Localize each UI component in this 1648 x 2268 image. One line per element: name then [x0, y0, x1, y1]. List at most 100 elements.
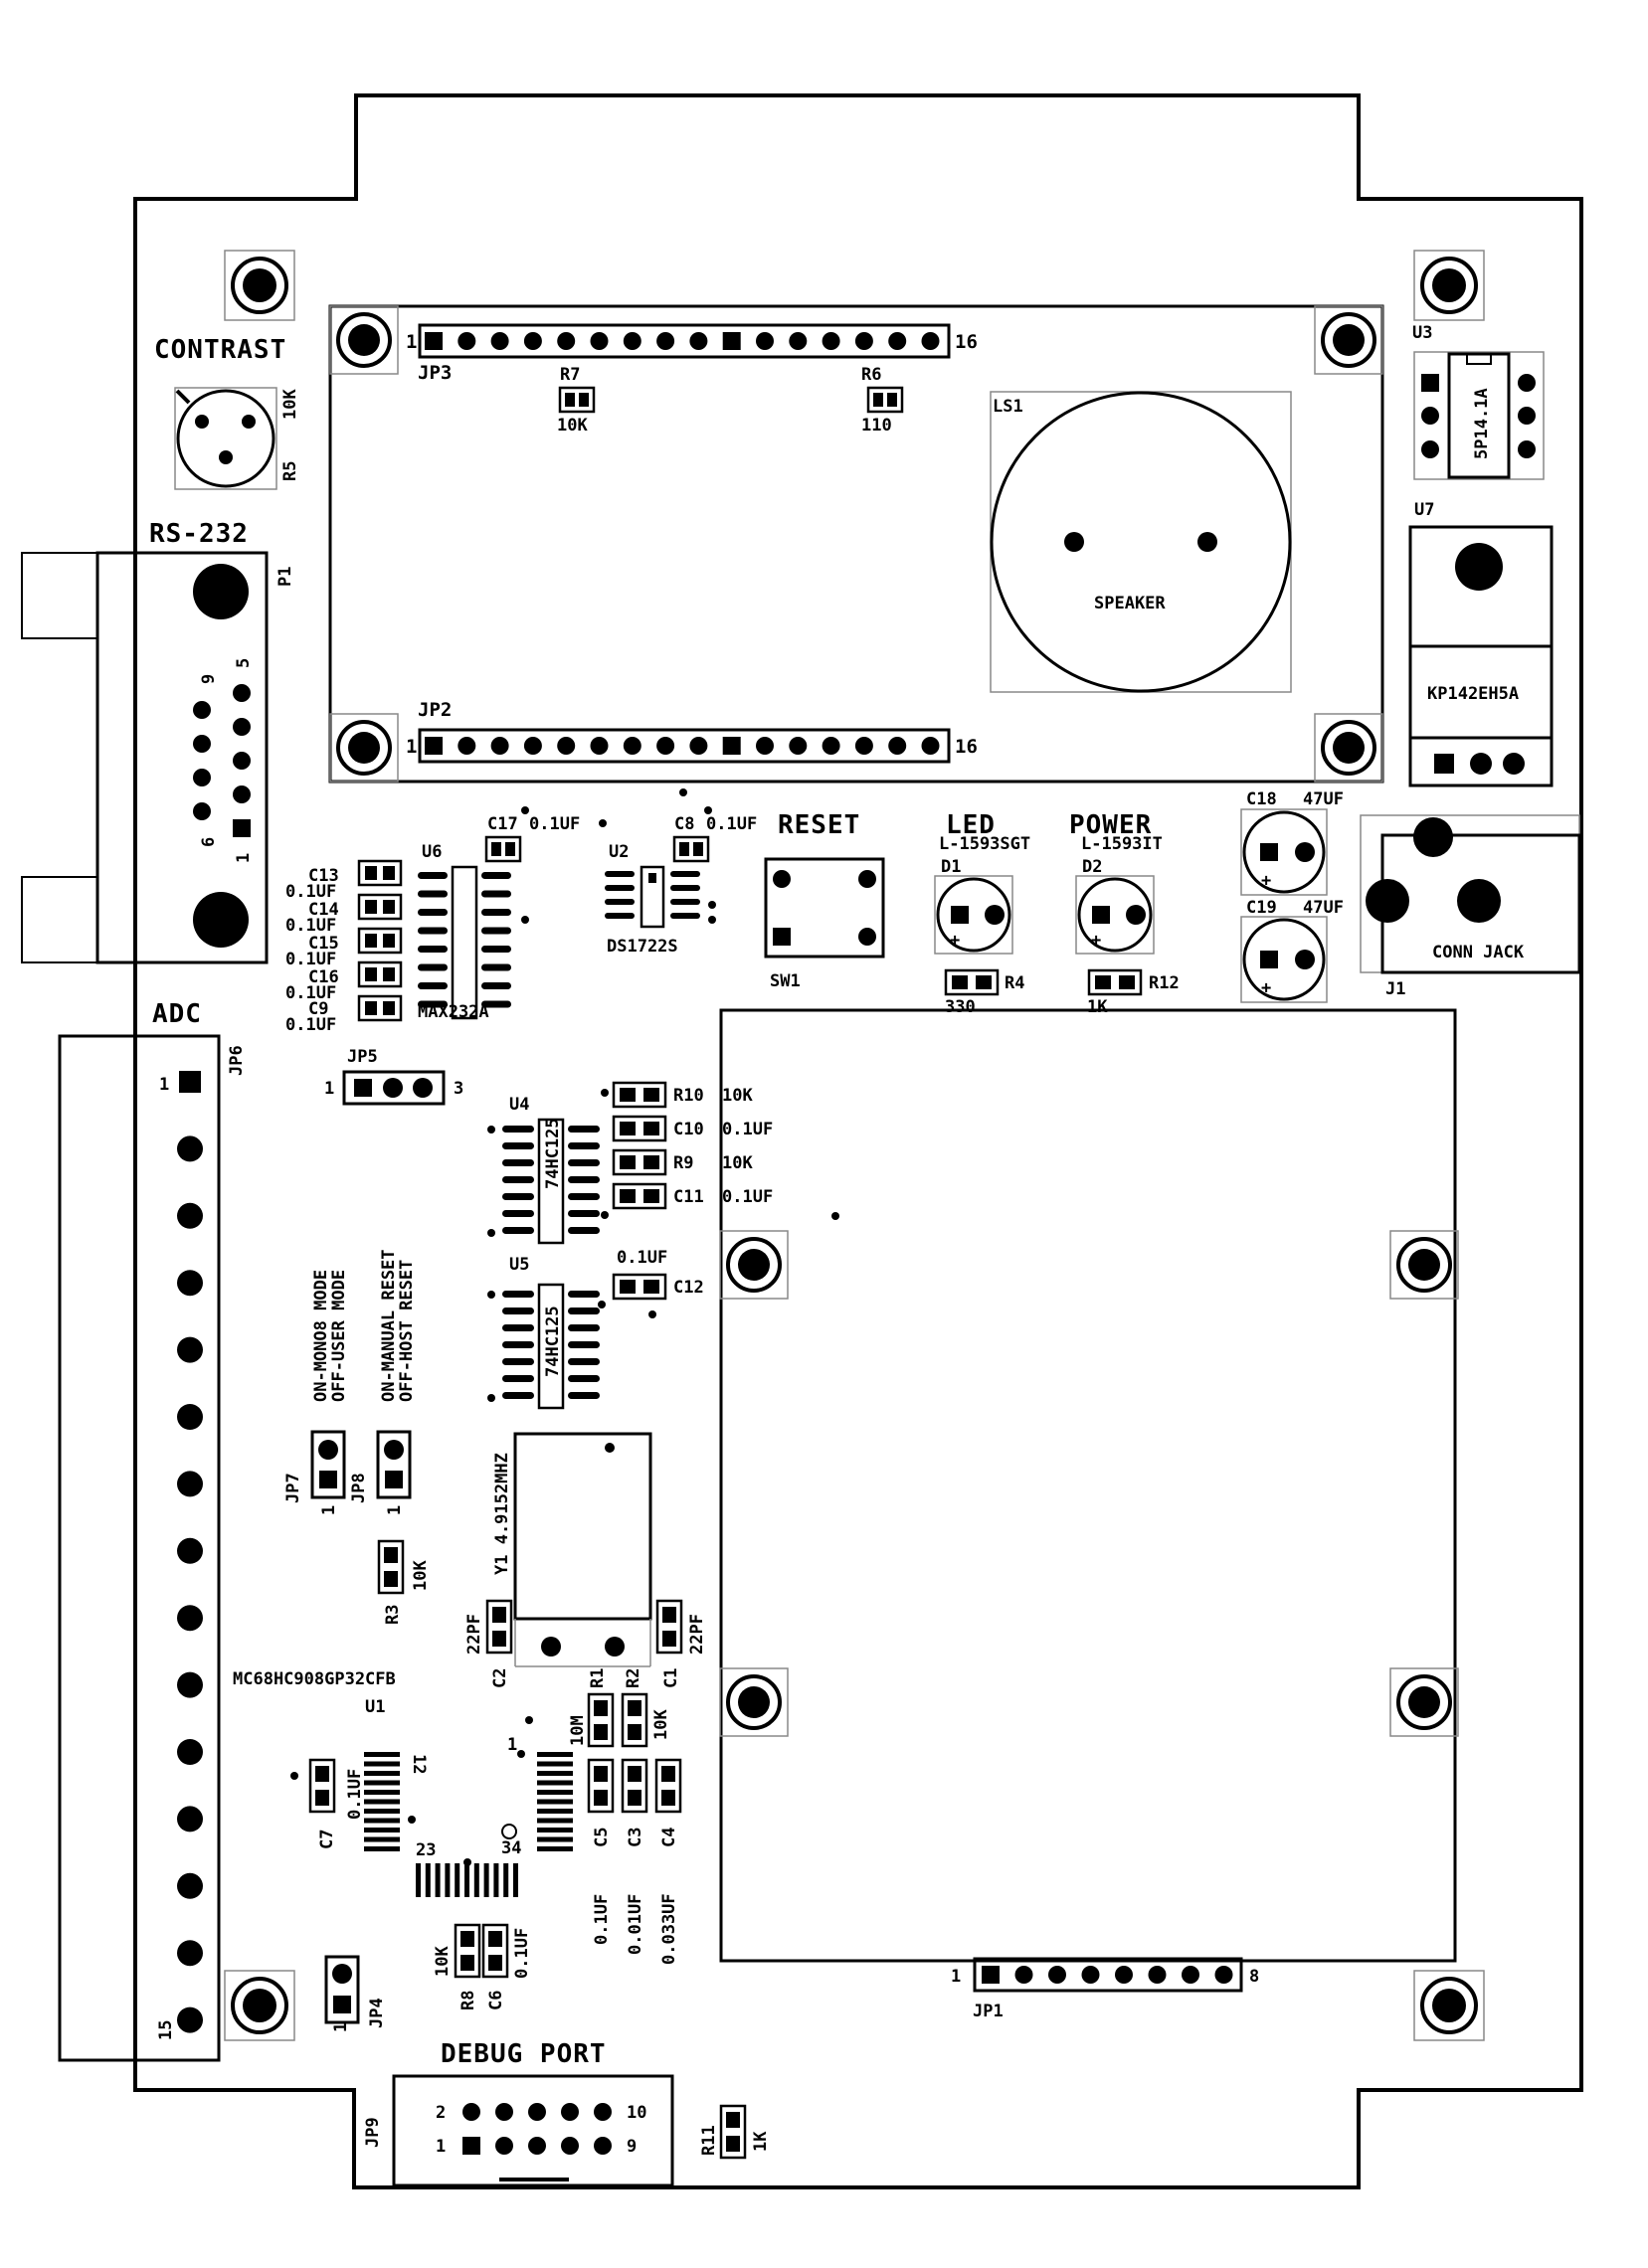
u6-chip — [418, 865, 529, 1020]
p1-label: P1 — [275, 567, 295, 587]
c19-value: 47UF — [1303, 898, 1344, 918]
daughter-mount-hole — [719, 1230, 789, 1300]
power-title: POWER — [1069, 810, 1152, 840]
jp9-pin9: 9 — [627, 2137, 637, 2157]
jp4-label: JP4 — [367, 1998, 387, 2028]
sw1-button[interactable] — [764, 857, 885, 959]
c9-label: C9 — [308, 999, 328, 1019]
mode-note-1: ON-MONO8 MODE — [311, 1270, 331, 1402]
d1-label: D1 — [941, 857, 961, 877]
c17-pad — [484, 835, 522, 863]
c3-value: 0.01UF — [626, 1894, 645, 1955]
c4-value: 0.033UF — [659, 1893, 679, 1965]
c6-value: 0.1UF — [512, 1928, 532, 1979]
reset-title: RESET — [778, 810, 860, 840]
jp8-jumper[interactable] — [376, 1430, 412, 1499]
reset-note-1: ON-MANUAL RESET — [379, 1249, 399, 1402]
r5-value: 10K — [280, 389, 300, 420]
d2-led — [1077, 877, 1153, 953]
header-pin — [888, 737, 907, 755]
r3-label: R3 — [383, 1605, 403, 1625]
u2-label: U2 — [609, 842, 629, 862]
c5-value: 0.1UF — [592, 1894, 612, 1945]
jp3-label: JP3 — [418, 362, 452, 384]
r6-value: 110 — [861, 416, 892, 436]
jp1-pins — [982, 1966, 1233, 1984]
header-pin — [623, 332, 641, 350]
ls1-label: LS1 — [993, 397, 1023, 417]
jp7-jumper[interactable] — [310, 1430, 346, 1499]
jp7-pin: 1 — [319, 1505, 339, 1515]
r11-label: R11 — [699, 2125, 719, 2156]
cap-pad — [357, 960, 403, 988]
cap-pad — [357, 994, 403, 1022]
header-pin-square — [179, 1071, 201, 1093]
jp5-pin-first: 1 — [324, 1079, 334, 1099]
u4-label: U4 — [509, 1095, 529, 1115]
c8-value: 0.1UF — [706, 814, 757, 834]
jp4-jumper[interactable] — [324, 1955, 360, 2024]
lcd-mount-hole — [1314, 305, 1383, 375]
j1-label: J1 — [1385, 979, 1405, 999]
c19-label: C19 — [1246, 898, 1277, 918]
d1-led — [936, 877, 1011, 953]
rs232-title: RS-232 — [149, 519, 249, 549]
u1-pin12: 12 — [409, 1754, 429, 1774]
u6-label: U6 — [422, 842, 442, 862]
jp6-header — [58, 1034, 221, 2062]
jp2-label: JP2 — [418, 699, 452, 721]
r1-pad — [587, 1692, 615, 1748]
jp4-pin: 1 — [331, 2022, 351, 2032]
r2-label: R2 — [624, 1668, 643, 1688]
c7-value: 0.1UF — [345, 1769, 365, 1820]
c16-value: 0.1UF — [285, 983, 336, 1003]
header-pin — [458, 332, 476, 350]
c2-label: C2 — [490, 1668, 510, 1688]
j1-part: CONN JACK — [1432, 943, 1525, 962]
header-pin — [523, 332, 542, 350]
c13-label: C13 — [308, 866, 339, 886]
d2-label: D2 — [1082, 857, 1102, 877]
c9-value: 0.1UF — [285, 1015, 336, 1035]
svg-text:+: + — [1261, 871, 1271, 891]
r8-pad — [454, 1923, 481, 1979]
jp1-pin-first: 1 — [951, 1967, 961, 1987]
svg-text:+: + — [950, 931, 960, 951]
u5-chip — [487, 1283, 600, 1410]
u7-part: KP142EH5A — [1427, 684, 1519, 704]
c6-pad — [481, 1923, 509, 1979]
r8-value: 10K — [433, 1946, 453, 1977]
speaker-body — [990, 391, 1292, 693]
header-pin — [590, 332, 609, 350]
lcd-mount-hole — [1314, 713, 1383, 783]
header-pin — [756, 737, 774, 755]
r9-pad — [612, 1148, 667, 1176]
d1-part: L-1593SGT — [939, 834, 1030, 854]
jp3-header — [418, 323, 951, 359]
cap-pad — [357, 927, 403, 955]
c7-label: C7 — [317, 1830, 337, 1849]
adc-title: ADC — [152, 999, 202, 1029]
c8-label: C8 — [674, 814, 694, 834]
r7-pad — [558, 386, 596, 414]
debug-port-title: DEBUG PORT — [441, 2039, 607, 2069]
u1-pin1: 1 — [507, 1735, 517, 1755]
header-pin-square — [425, 332, 443, 350]
daughterboard-outline — [719, 1008, 1457, 1963]
r1-label: R1 — [588, 1668, 608, 1688]
c10-label: C10 — [673, 1120, 704, 1139]
led-title: LED — [946, 810, 996, 840]
contrast-title: CONTRAST — [154, 335, 286, 365]
header-pin — [177, 1739, 203, 1765]
r6-pad — [866, 386, 904, 414]
header-pin — [177, 2006, 203, 2033]
c1-value: 22PF — [687, 1614, 707, 1655]
jp5-header — [342, 1070, 446, 1106]
jp9-label: JP9 — [363, 2117, 383, 2148]
jp9-pin2: 2 — [436, 2103, 446, 2123]
p1-flange — [21, 552, 97, 963]
c18-cap — [1242, 810, 1326, 894]
jp3-pins — [425, 332, 940, 350]
u5-label: U5 — [509, 1255, 529, 1275]
c1-label: C1 — [661, 1668, 681, 1688]
